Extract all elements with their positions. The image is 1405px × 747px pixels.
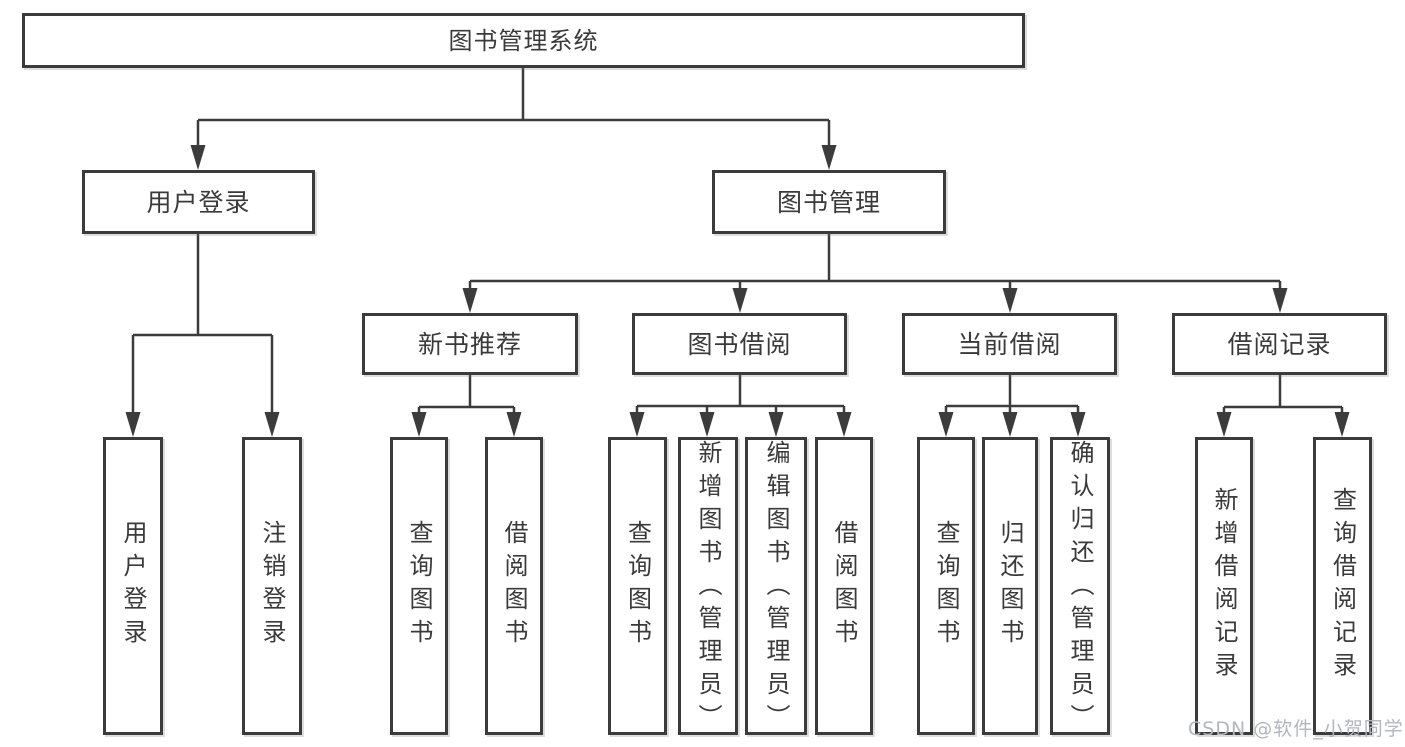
- leaf-record-add-label: 新增借阅记录: [1210, 487, 1238, 685]
- node-book-management-branch: 图书管理: [712, 170, 946, 234]
- leaf-recommend-borrow-book: 借阅图书: [485, 437, 543, 735]
- leaf-borrow-query-book: 查询图书: [608, 437, 667, 735]
- leaf-current-confirm-return-admin-label: 确认归还（管理员）: [1066, 440, 1094, 737]
- leaf-borrow-borrow-book-label: 借阅图书: [830, 520, 858, 652]
- node-current-borrow: 当前借阅: [902, 313, 1117, 375]
- node-root-system: 图书管理系统: [22, 13, 1025, 68]
- leaf-current-return-book-label: 归还图书: [996, 520, 1024, 652]
- arrowheads: [125, 145, 1350, 437]
- csdn-watermark: CSDN @软件_小贺同学: [1188, 718, 1404, 740]
- node-borrow-record: 借阅记录: [1172, 313, 1387, 375]
- leaf-record-query-label: 查询借阅记录: [1328, 487, 1357, 685]
- leaf-current-confirm-return-admin: 确认归还（管理员）: [1050, 437, 1110, 737]
- leaf-borrow-borrow-book: 借阅图书: [815, 437, 873, 735]
- leaf-recommend-query-book: 查询图书: [390, 437, 448, 735]
- leaf-recommend-borrow-book-label: 借阅图书: [500, 520, 528, 652]
- leaf-logout-label: 注销登录: [258, 520, 286, 652]
- leaf-recommend-query-book-label: 查询图书: [405, 520, 433, 652]
- leaf-current-query-book: 查询图书: [917, 437, 975, 735]
- node-new-book-recommend: 新书推荐: [362, 313, 578, 375]
- leaf-logout: 注销登录: [242, 437, 302, 735]
- leaf-borrow-add-book-admin-label: 新增图书（管理员）: [694, 440, 722, 737]
- leaf-current-query-book-label: 查询图书: [932, 520, 960, 652]
- leaf-user-login: 用户登录: [103, 437, 163, 735]
- leaf-borrow-query-book-label: 查询图书: [623, 520, 652, 652]
- leaf-record-add: 新增借阅记录: [1195, 437, 1253, 735]
- node-user-login-branch: 用户登录: [82, 170, 315, 234]
- node-book-borrow: 图书借阅: [632, 313, 847, 375]
- leaf-borrow-add-book-admin: 新增图书（管理员）: [678, 437, 738, 737]
- leaf-borrow-edit-book-admin: 编辑图书（管理员）: [745, 437, 807, 737]
- leaf-current-return-book: 归还图书: [982, 437, 1038, 735]
- leaf-user-login-label: 用户登录: [119, 520, 147, 652]
- leaf-record-query: 查询借阅记录: [1313, 437, 1372, 735]
- leaf-borrow-edit-book-admin-label: 编辑图书（管理员）: [762, 440, 790, 737]
